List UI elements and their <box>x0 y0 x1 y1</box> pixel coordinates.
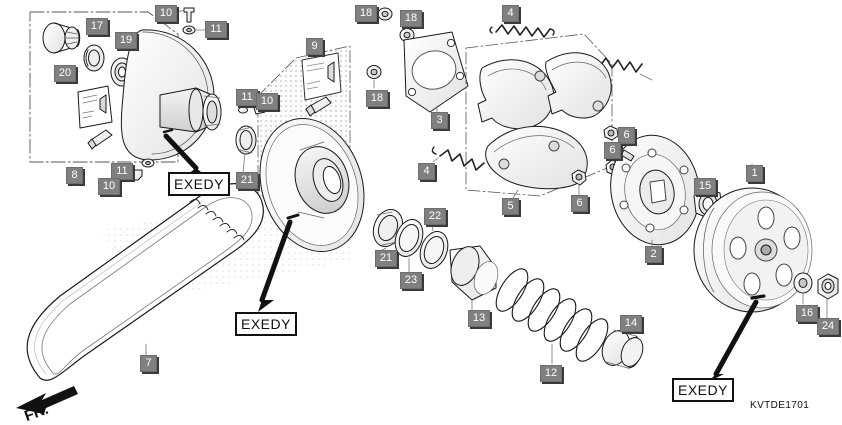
part-13-slider <box>449 245 499 301</box>
callout-2[interactable]: 2 <box>645 246 662 263</box>
grease-tube <box>87 129 113 150</box>
part-6-nut-a <box>603 125 619 141</box>
callout-13[interactable]: 13 <box>468 310 490 327</box>
part-5-shoe-a <box>477 59 555 130</box>
callout-21[interactable]: 21 <box>375 250 397 267</box>
part-8-drive-face <box>120 29 222 161</box>
grease-tube-9 <box>305 96 332 117</box>
callout-3[interactable]: 3 <box>431 112 448 129</box>
exedy-stamp: EXEDY <box>672 378 734 402</box>
callout-11[interactable]: 11 <box>236 89 258 106</box>
part-16-washer <box>793 272 813 294</box>
callout-20[interactable]: 20 <box>54 65 76 82</box>
diagram-code: KVTDE1701 <box>750 400 810 411</box>
part-24-nut <box>817 273 839 300</box>
callout-18[interactable]: 18 <box>355 5 377 22</box>
part-21-collar-left <box>235 125 257 155</box>
driven-pulley <box>259 118 365 252</box>
callout-24[interactable]: 24 <box>817 318 839 335</box>
callout-8[interactable]: 8 <box>66 167 83 184</box>
callout-16[interactable]: 16 <box>796 305 818 322</box>
callout-5[interactable]: 5 <box>502 198 519 215</box>
part-4-spring-lower <box>431 146 485 171</box>
instruction-sheet-9 <box>301 52 342 101</box>
kit-box-8 <box>29 11 179 163</box>
part-2-brake-panel <box>610 134 700 246</box>
part-7-vbelt <box>26 183 264 381</box>
callout-17[interactable]: 17 <box>86 18 108 35</box>
part-11-bit-mid <box>238 106 248 114</box>
part-3-plate <box>403 31 469 113</box>
callout-6[interactable]: 6 <box>604 142 621 159</box>
callout-1[interactable]: 1 <box>746 165 763 182</box>
part-20-bearing <box>42 22 81 54</box>
exedy-leader-2 <box>259 219 293 303</box>
callout-6[interactable]: 6 <box>618 127 635 144</box>
callout-4[interactable]: 4 <box>502 5 519 22</box>
fr-direction-arrow <box>16 386 78 414</box>
callout-7[interactable]: 7 <box>140 355 157 372</box>
part-1-clutch-drum <box>693 187 813 313</box>
callout-14[interactable]: 14 <box>620 315 642 332</box>
callout-18[interactable]: 18 <box>366 90 388 107</box>
part-11-washer-lower <box>141 158 155 168</box>
part-18-bolt-b <box>399 28 415 42</box>
exedy-leader-3 <box>713 299 759 377</box>
part-18-bolt-c <box>366 65 382 79</box>
callout-10[interactable]: 10 <box>155 5 177 22</box>
callout-10[interactable]: 10 <box>98 178 120 195</box>
callout-10[interactable]: 10 <box>256 93 278 110</box>
callout-9[interactable]: 9 <box>306 38 323 55</box>
callout-12[interactable]: 12 <box>540 365 562 382</box>
part-4-spring-top <box>489 24 555 38</box>
part-11-washer-top <box>182 25 196 35</box>
part-18-bolt-a <box>377 7 393 21</box>
part-5-shoe-b <box>545 52 612 119</box>
callout-15[interactable]: 15 <box>694 178 716 195</box>
exedy-leader-1 <box>163 133 199 171</box>
callout-6[interactable]: 6 <box>571 195 588 212</box>
callout-23[interactable]: 23 <box>400 272 422 289</box>
part-17-seal <box>83 44 105 72</box>
callout-19[interactable]: 19 <box>115 32 137 49</box>
callout-18[interactable]: 18 <box>400 10 422 27</box>
part-23-ring <box>394 219 424 257</box>
part-5-shoe-c <box>485 125 588 190</box>
callout-21[interactable]: 21 <box>236 172 258 189</box>
callout-22[interactable]: 22 <box>424 208 446 225</box>
callout-11[interactable]: 11 <box>111 163 133 180</box>
exedy-stamp: EXEDY <box>168 172 230 196</box>
instruction-sheet <box>77 85 113 129</box>
callout-4[interactable]: 4 <box>418 163 435 180</box>
part-12-spring <box>495 268 609 362</box>
part-6-nut-c <box>571 169 587 186</box>
part-14-collar <box>601 329 644 369</box>
part-22-ring <box>419 231 449 269</box>
part-10-bolt-top <box>183 7 195 23</box>
callout-11[interactable]: 11 <box>205 21 227 38</box>
exedy-stamp: EXEDY <box>235 312 297 336</box>
